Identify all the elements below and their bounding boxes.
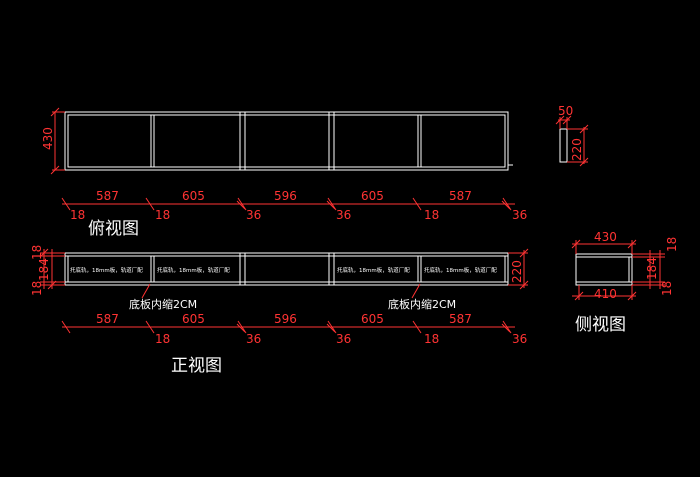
top-dim-segment: 605 — [361, 189, 384, 203]
small-detail-width: 50 — [558, 104, 573, 118]
front-view-height-total: 220 — [510, 260, 524, 283]
front-dim-gap: 18 — [155, 332, 170, 346]
side-view — [575, 253, 633, 286]
top-dim-segment: 587 — [449, 189, 472, 203]
top-view — [64, 111, 513, 171]
front-dim-segment: 605 — [361, 312, 384, 326]
front-view-drawer-note: 托底轨，18mm板，轨道厂配 — [337, 266, 410, 274]
top-view-outline — [64, 111, 509, 171]
front-view-height-top: 18 — [30, 245, 44, 260]
front-view-left-dims — [39, 248, 65, 290]
front-dim-segment: 587 — [449, 312, 472, 326]
front-view — [64, 252, 509, 286]
top-dim-gap: 18 — [424, 208, 439, 222]
front-dim-segment: 605 — [182, 312, 205, 326]
side-view-dims — [571, 239, 665, 301]
top-dim-segment: 587 — [96, 189, 119, 203]
callout-leader — [411, 283, 421, 299]
front-dim-gap: 18 — [424, 332, 439, 346]
side-view-width-inner: 410 — [594, 287, 617, 301]
front-view-drawer-note: 托底轨，18mm板，轨道厂配 — [424, 266, 497, 274]
front-view-title: 正视图 — [171, 356, 222, 376]
front-view-drawer-note: 托底轨，18mm板，轨道厂配 — [157, 266, 230, 274]
front-view-right-dim — [508, 248, 529, 290]
front-view-drawer-note: 托底轨，18mm板，轨道厂配 — [70, 266, 143, 274]
top-dim-segment: 605 — [182, 189, 205, 203]
top-dim-gap: 18 — [155, 208, 170, 222]
front-dim-chain — [61, 320, 515, 334]
top-view-inner — [67, 114, 506, 168]
side-view-outline — [575, 253, 633, 286]
top-view-title: 俯视图 — [88, 219, 139, 239]
small-detail-height: 220 — [570, 138, 584, 161]
side-view-height-mid: 184 — [645, 257, 659, 280]
top-dim-gap: 18 — [70, 208, 85, 222]
side-view-height-top: 18 — [665, 237, 679, 252]
top-view-depth-dim — [50, 107, 65, 175]
small-detail-rect — [559, 128, 568, 163]
front-view-callout: 底板内缩2CM — [129, 297, 197, 311]
front-dim-segment: 596 — [274, 312, 297, 326]
small-detail-dims — [555, 115, 589, 167]
front-view-height-mid: 184 — [37, 258, 51, 281]
front-view-callout: 底板内缩2CM — [388, 297, 456, 311]
top-dim-segment: 596 — [274, 189, 297, 203]
side-view-title: 侧视图 — [575, 315, 626, 335]
front-view-height-bottom: 18 — [30, 281, 44, 296]
front-view-outline — [64, 252, 509, 286]
top-dim-gap: 36 — [512, 208, 527, 222]
side-view-height-bottom: 18 — [660, 281, 674, 296]
front-dim-gap: 36 — [246, 332, 261, 346]
front-dim-gap: 36 — [336, 332, 351, 346]
top-view-depth-label: 430 — [41, 127, 55, 150]
top-dim-chain — [61, 197, 515, 211]
top-dim-gap: 36 — [246, 208, 261, 222]
front-dim-segment: 587 — [96, 312, 119, 326]
top-dim-gap: 36 — [336, 208, 351, 222]
side-view-width-top: 430 — [594, 230, 617, 244]
callout-leader — [141, 283, 151, 299]
front-dim-gap: 36 — [512, 332, 527, 346]
